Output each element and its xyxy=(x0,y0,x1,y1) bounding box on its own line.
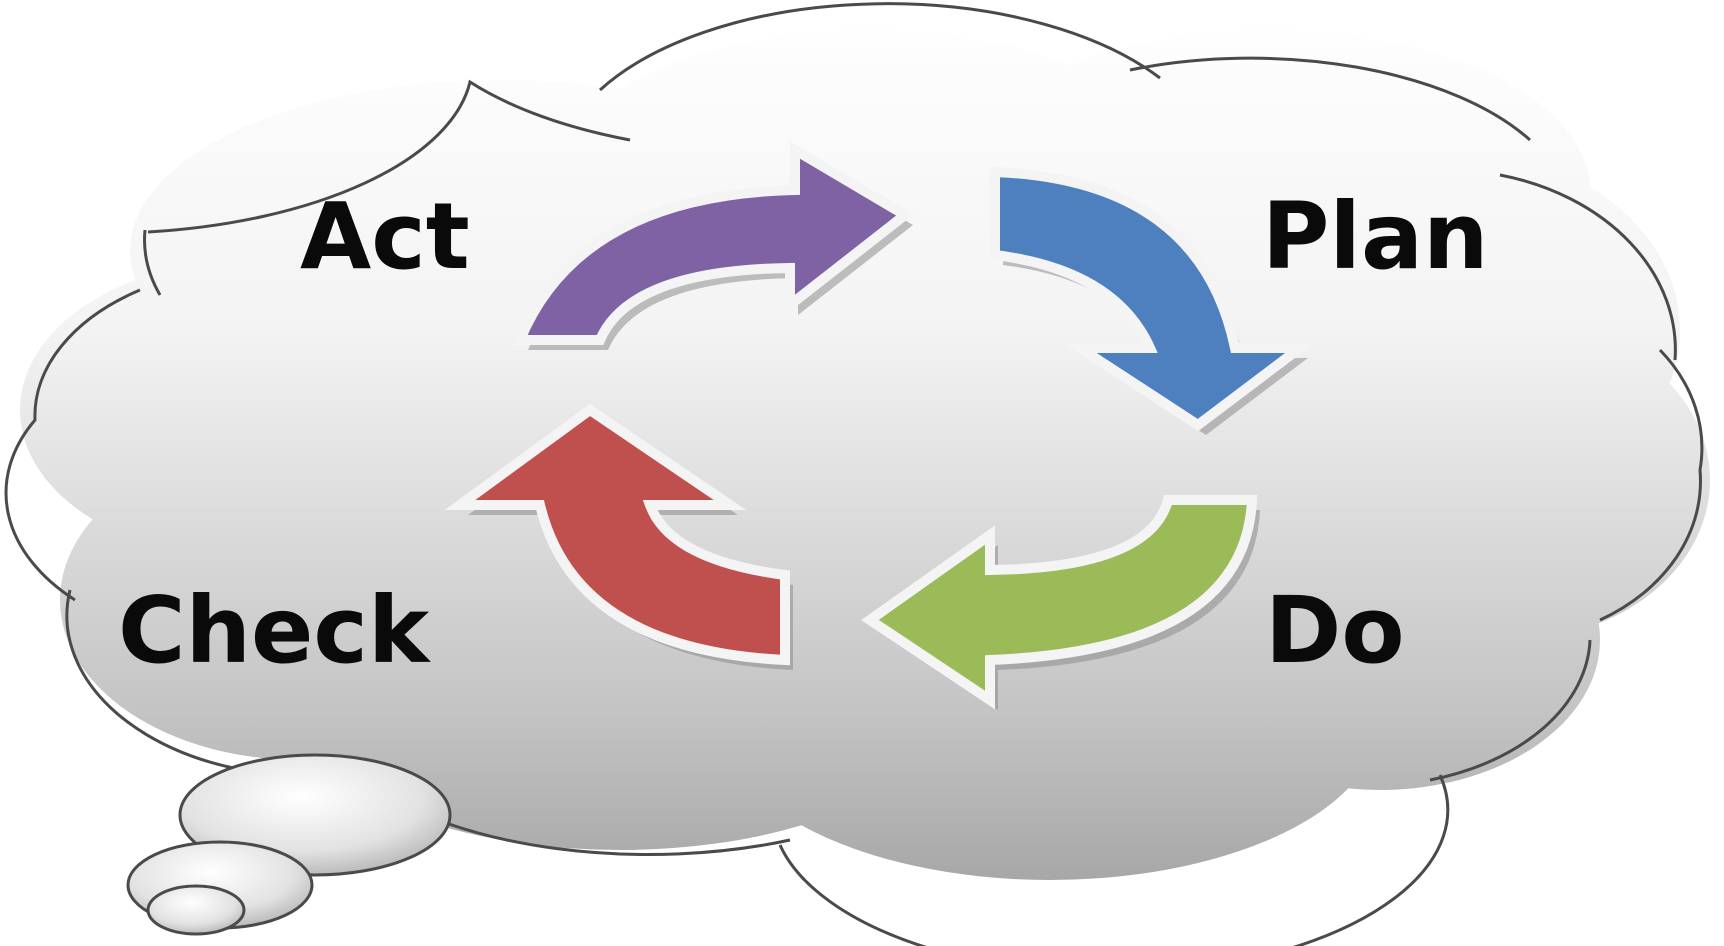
cloud-lobe-outlines xyxy=(4,2,1704,946)
plan-arrow xyxy=(990,166,1315,432)
thought-bubble-small xyxy=(146,884,246,936)
stage-label-act: Act xyxy=(300,183,470,290)
stage-label-do: Do xyxy=(1265,577,1405,684)
stage-label-check: Check xyxy=(118,577,431,684)
cycle-arrows xyxy=(444,141,1315,710)
stage-label-plan: Plan xyxy=(1262,183,1489,290)
do-arrow xyxy=(861,495,1258,710)
act-arrow xyxy=(512,141,914,345)
check-arrow xyxy=(444,403,790,666)
stage-labels: Act Plan Do Check xyxy=(118,183,1489,684)
thought-bubbles xyxy=(126,753,452,936)
